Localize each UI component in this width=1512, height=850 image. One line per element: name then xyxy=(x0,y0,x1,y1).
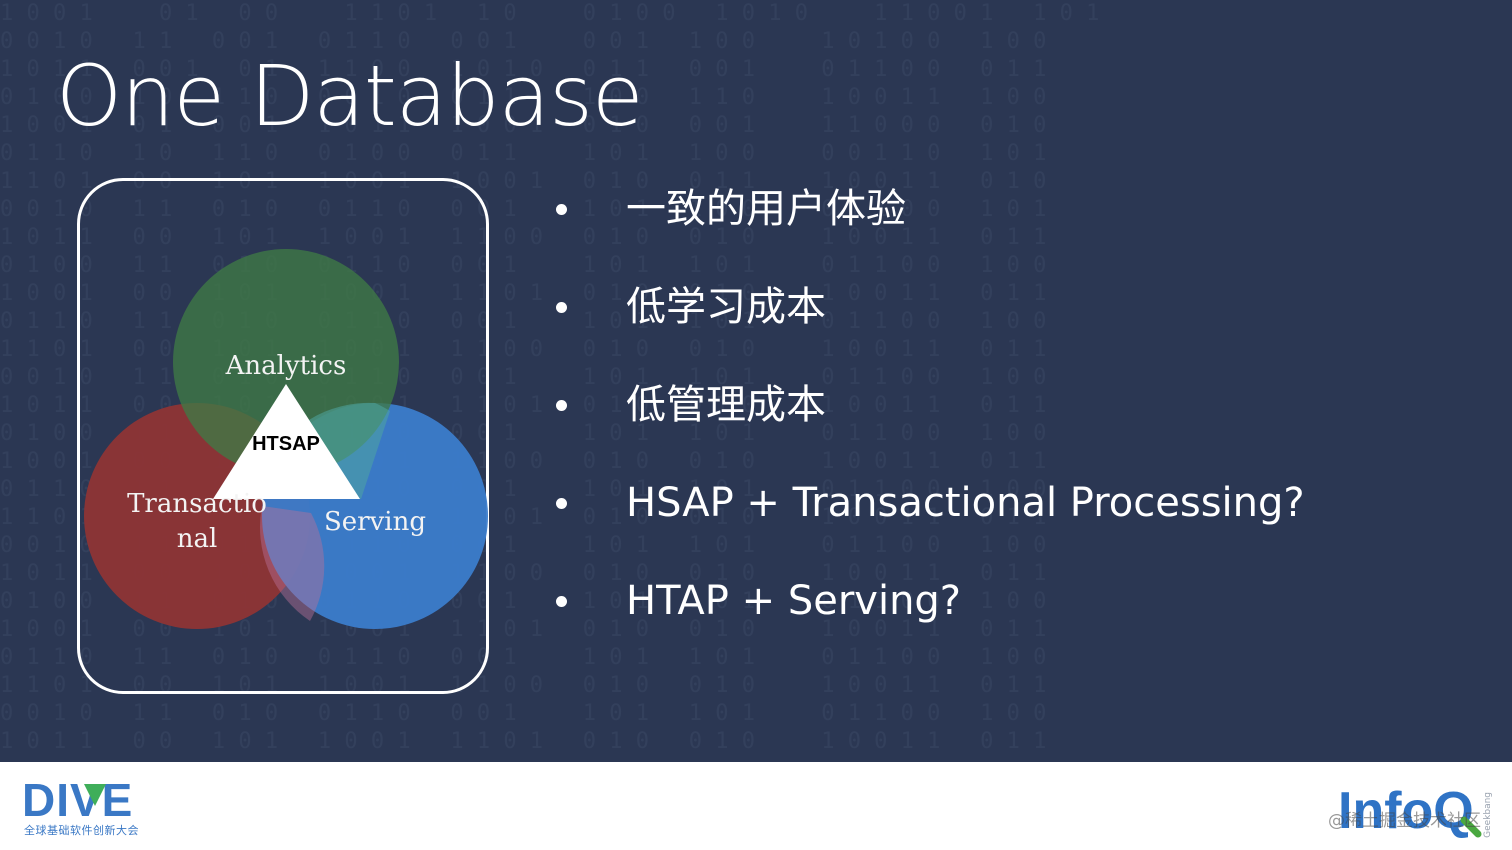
bullet-text: 低学习成本 xyxy=(626,284,826,330)
venn-label-transactional-line2: nal xyxy=(177,524,218,554)
infoq-logo-mark: InfoQ xyxy=(1338,782,1482,840)
bullet-list: 一致的用户体验 低学习成本 低管理成本 HSAP + Transactional… xyxy=(556,160,1316,650)
bullet-dot-icon xyxy=(556,498,567,509)
infoq-logo: InfoQ xyxy=(1336,774,1496,844)
side-tag-text: Geekbang xyxy=(1483,792,1493,838)
dive-logo: DIVE 全球基础软件创新大会 xyxy=(22,774,152,838)
bullet-dot-icon xyxy=(556,302,567,313)
bullet-text: HTAP + Serving? xyxy=(626,578,962,624)
bullet-dot-icon xyxy=(556,400,567,411)
venn-center-label: HTSAP xyxy=(252,433,320,455)
venn-diagram: Analytics Transactio nal Serving HTSAP xyxy=(84,249,488,629)
infoq-logo-text: InfoQ xyxy=(1338,782,1474,840)
dive-logo-mark: DIVE xyxy=(22,774,133,826)
dive-v-triangle-icon xyxy=(84,784,106,806)
overlap-transactional-serving xyxy=(259,506,325,621)
watermark-text: @稀土掘金技术社区 xyxy=(1328,811,1481,831)
bullet-item: HTAP + Serving? xyxy=(556,552,1316,650)
venn-label-serving: Serving xyxy=(324,507,426,537)
bullet-item: HSAP + Transactional Processing? xyxy=(556,454,1316,552)
bullet-text: 低管理成本 xyxy=(626,382,826,428)
bullet-item: 一致的用户体验 xyxy=(556,160,1316,258)
htsap-triangle xyxy=(213,384,360,499)
venn-label-transactional-line1: Transactio xyxy=(127,489,267,519)
bullet-item: 低管理成本 xyxy=(556,356,1316,454)
slide: 1 0 0 1 0 1 0 0 1 1 0 1 1 0 0 1 0 0 1 0 … xyxy=(0,0,1512,762)
bullet-dot-icon xyxy=(556,596,567,607)
dive-logo-text: DIVE xyxy=(22,778,133,822)
bullet-dot-icon xyxy=(556,204,567,215)
bullet-item: 低学习成本 xyxy=(556,258,1316,356)
venn-diagram-frame: Analytics Transactio nal Serving HTSAP xyxy=(77,178,489,694)
venn-label-analytics: Analytics xyxy=(225,351,347,381)
bullet-text: HSAP + Transactional Processing? xyxy=(626,480,1305,526)
bullet-text: 一致的用户体验 xyxy=(626,186,906,232)
footer-bar: DIVE 全球基础软件创新大会 InfoQ @稀土掘金技术社区 Geekbang xyxy=(0,762,1512,850)
dive-subtitle: 全球基础软件创新大会 xyxy=(24,824,139,837)
slide-title: One Database xyxy=(56,47,644,145)
infoq-q-tail-icon xyxy=(1460,816,1482,838)
